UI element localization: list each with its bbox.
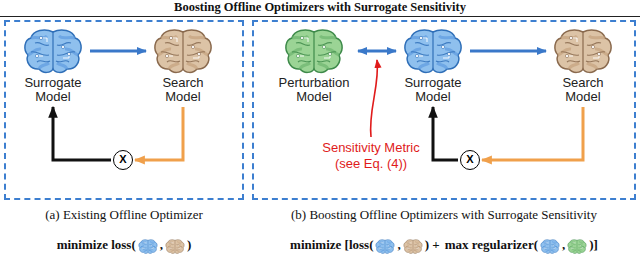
flow-arrow: [358, 50, 396, 53]
brain-icon: [375, 239, 395, 254]
brain-icon: [23, 28, 83, 74]
brain-icon: [153, 28, 213, 74]
leader-arrow: [371, 60, 378, 137]
model-node: Search Model: [548, 28, 618, 104]
brain-icon: [284, 28, 344, 74]
flow-arrow: [433, 107, 458, 160]
formula-text: ,: [160, 237, 163, 252]
objective-formula: minimize loss(,): [4, 236, 244, 254]
flow-arrow: [482, 107, 583, 160]
flow-arrow: [470, 50, 546, 53]
brain-icon: [540, 239, 560, 254]
title-rule: [0, 16, 640, 17]
model-label: Search Model: [148, 76, 218, 104]
flow-arrow: [53, 107, 111, 160]
operator-symbol: X: [466, 153, 473, 165]
model-label: Surrogate Model: [398, 76, 468, 104]
brain-icon: [567, 239, 587, 254]
brain-icon: [138, 239, 158, 254]
brain-icon: [403, 239, 423, 254]
model-node: Surrogate Model: [398, 28, 468, 104]
formula-text: minimize loss(: [57, 237, 136, 252]
brain-icon: [165, 239, 185, 254]
panel-caption: (b) Boosting Offline Optimizers with Sur…: [234, 207, 640, 222]
brain-icon: [403, 28, 463, 74]
operator-symbol: X: [119, 153, 126, 165]
panel-caption: (a) Existing Offline Optimizer: [0, 207, 262, 222]
model-label: Surrogate Model: [18, 76, 88, 104]
formula-text: ,: [397, 237, 400, 252]
model-node: Search Model: [148, 28, 218, 104]
annotation-text: Sensitivity Metric (see Eq. (4)): [313, 140, 429, 172]
formula-text: )]: [589, 237, 598, 252]
flow-arrow: [135, 107, 183, 160]
model-label: Perturbation Model: [272, 76, 356, 104]
formula-text: ): [187, 237, 191, 252]
figure-title: Boosting Offline Optimizers with Surroga…: [0, 0, 640, 14]
flow-arrow: [90, 50, 146, 53]
objective-formula: minimize [loss(, ) + max regularizer(,)]: [252, 236, 636, 254]
operator-circle: X: [460, 150, 480, 170]
dashed-panel: (a) Existing Offline OptimizerSurrogate …: [4, 20, 244, 200]
model-node: Surrogate Model: [18, 28, 88, 104]
formula-text: ) +: [425, 237, 440, 252]
brain-icon: [553, 28, 613, 74]
model-node: Perturbation Model: [272, 28, 356, 104]
model-label: Search Model: [548, 76, 618, 104]
operator-circle: X: [113, 150, 133, 170]
formula-text: ,: [562, 237, 565, 252]
dashed-panel: (b) Boosting Offline Optimizers with Sur…: [252, 20, 636, 200]
formula-text: minimize [loss(: [290, 237, 373, 252]
formula-text: max regularizer(: [445, 237, 538, 252]
